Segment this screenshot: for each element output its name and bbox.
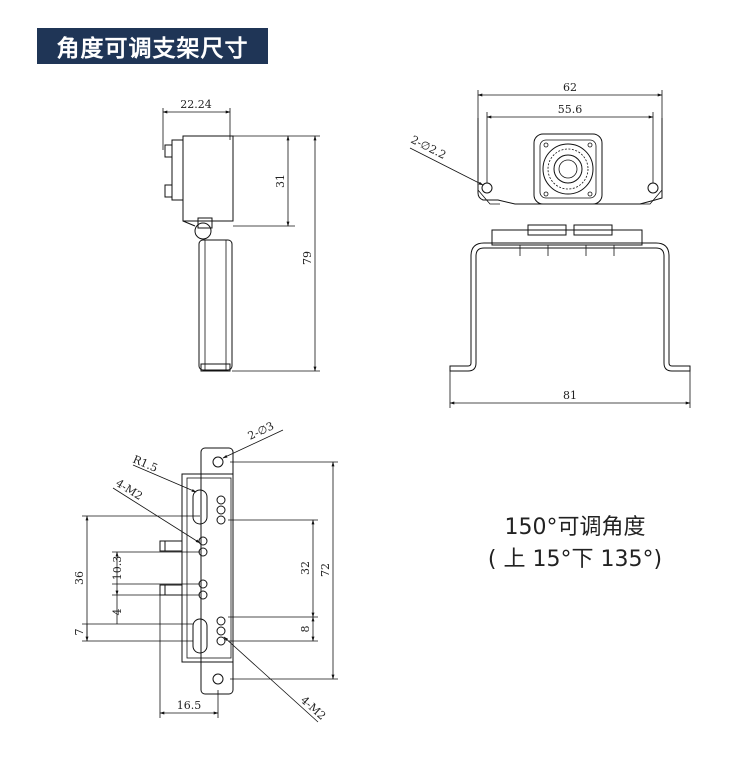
label-bracket-thread-top: 4-M2 bbox=[113, 477, 144, 503]
angle-caption-line1: 150°可调角度 bbox=[504, 515, 646, 540]
dim-side-width: 22.24 bbox=[180, 98, 212, 111]
dim-front-base: 81 bbox=[563, 389, 577, 402]
dim-side-total: 79 bbox=[301, 251, 314, 265]
dim-bracket-16-5: 16.5 bbox=[177, 699, 202, 712]
dim-bracket-4: 4 bbox=[111, 609, 124, 616]
angle-caption: 150°可调角度 ( 上 15°下 135°) bbox=[470, 512, 680, 576]
slot-upper bbox=[192, 489, 208, 525]
dim-bracket-8: 8 bbox=[299, 626, 312, 633]
page-title: 角度可调支架尺寸 bbox=[37, 28, 268, 64]
label-bracket-holes: 2-∅3 bbox=[246, 419, 276, 442]
label-bracket-radius: R1.5 bbox=[131, 453, 160, 475]
dim-bracket-72: 72 bbox=[319, 563, 332, 577]
plate-hole-top bbox=[212, 456, 224, 468]
dim-side-upper: 31 bbox=[274, 174, 287, 188]
lens-housing bbox=[533, 133, 603, 205]
mount-hole-right bbox=[647, 182, 659, 194]
plate-hole-bottom bbox=[212, 673, 224, 685]
side-view: 22.24 31 79 bbox=[162, 98, 320, 372]
dim-front-inner: 55.6 bbox=[558, 103, 583, 116]
u-bracket bbox=[449, 242, 691, 372]
dim-bracket-32: 32 bbox=[299, 561, 312, 575]
angle-caption-line2: ( 上 15°下 135°) bbox=[487, 547, 663, 572]
camera-housing bbox=[182, 135, 234, 222]
dim-bracket-7: 7 bbox=[73, 629, 86, 636]
slot-lower bbox=[192, 618, 208, 654]
bracket-view: 72 32 8 36 7 10.3 4 16.5 2-∅3 R1.5 4-M2 … bbox=[73, 419, 338, 723]
mount-stem bbox=[198, 239, 233, 371]
front-view: 62 55.6 81 2-∅2.2 bbox=[409, 81, 691, 408]
camera-body bbox=[477, 118, 663, 205]
dim-bracket-10-3: 10.3 bbox=[111, 556, 124, 581]
mount-hole-left bbox=[481, 182, 493, 194]
bracket-plate bbox=[200, 447, 234, 695]
hinge-joint bbox=[194, 222, 212, 240]
dim-bracket-36: 36 bbox=[73, 571, 86, 585]
dim-front-outer: 62 bbox=[563, 81, 577, 94]
